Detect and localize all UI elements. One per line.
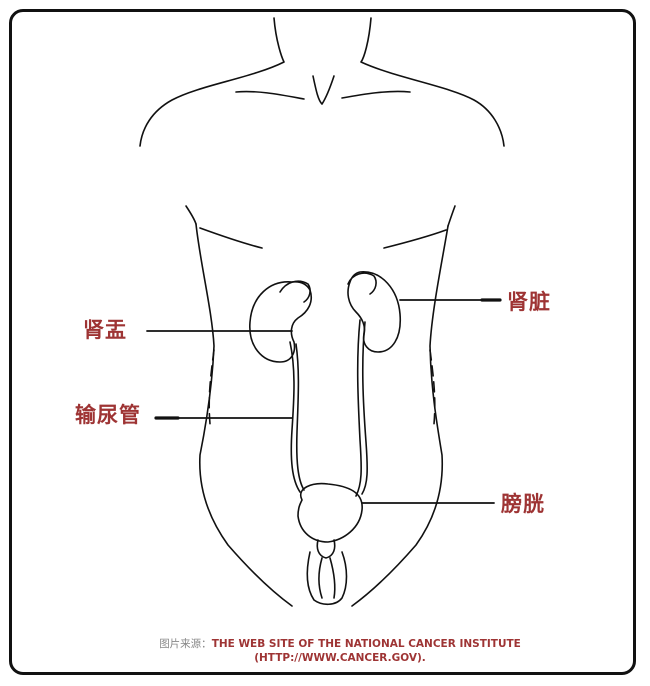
right-arm-pit — [448, 206, 455, 226]
left-torso-outline — [196, 224, 292, 606]
left-ureter-inner — [296, 344, 304, 490]
caption-source-line1: THE WEB SITE OF THE NATIONAL CANCER INST… — [212, 638, 521, 650]
genital-outline — [307, 552, 346, 604]
right-shoulder-outline — [361, 18, 504, 146]
caption-prefix: 图片来源： — [159, 638, 212, 650]
image-source-caption: 图片来源：THE WEB SITE OF THE NATIONAL CANCER… — [90, 637, 590, 665]
caption-source-line2: (HTTP://WWW.CANCER.GOV). — [254, 652, 426, 664]
kidney-label: 肾脏 — [507, 292, 551, 313]
collarbone-left — [236, 92, 304, 99]
renal-pelvis-label: 肾盂 — [83, 320, 127, 341]
left-kidney — [250, 282, 311, 362]
bladder — [298, 484, 362, 542]
left-arm-pit — [186, 206, 196, 224]
left-shoulder-outline — [140, 18, 284, 146]
ribcage-right — [384, 230, 446, 248]
urethra-right — [330, 558, 335, 598]
ureter-label: 输尿管 — [75, 405, 141, 426]
neck-notch — [313, 76, 334, 104]
bladder-label: 膀胱 — [501, 494, 545, 515]
urethra-left — [319, 558, 322, 598]
collarbone-right — [342, 91, 410, 98]
right-torso-outline — [352, 226, 448, 606]
ribcage-left — [200, 228, 262, 248]
right-ureter — [356, 320, 361, 496]
right-kidney — [348, 272, 400, 352]
